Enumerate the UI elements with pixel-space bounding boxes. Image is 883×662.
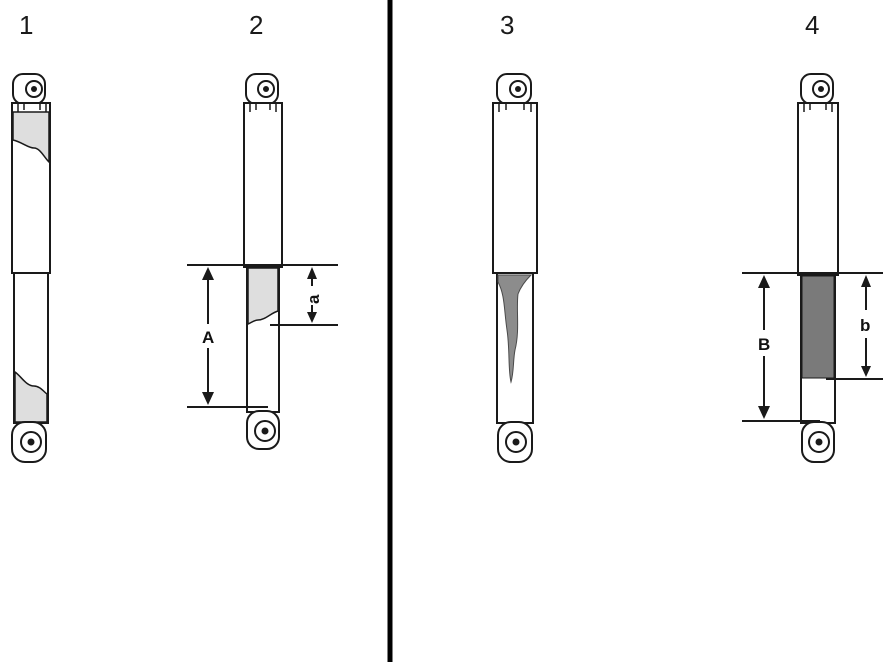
shock-absorber-3 (492, 73, 538, 463)
shock-absorber-4: B b (742, 73, 883, 463)
dimension-arrow-outer (758, 275, 770, 419)
top-eye-bushing (800, 73, 834, 105)
bottom-eye-bushing (497, 421, 533, 463)
panel-number-4: 4 (805, 10, 819, 40)
bottom-eye-bushing (11, 421, 47, 463)
bottom-eye-bushing (246, 410, 280, 450)
dimension-label-inner: a (304, 294, 323, 304)
shock-absorber-2: A a (187, 73, 338, 450)
bottom-eye-bushing (801, 421, 835, 463)
dimension-arrow-inner (307, 267, 317, 323)
top-eye-bushing (245, 73, 279, 105)
dimension-label-outer: B (758, 335, 770, 354)
shock-absorber-1 (11, 73, 51, 463)
panel-number-2: 2 (249, 10, 263, 40)
oil-leak-stain-top (12, 111, 50, 164)
oil-film-region (247, 267, 279, 326)
panel-number-3: 3 (500, 10, 514, 40)
dimension-label-outer: A (202, 328, 214, 347)
oil-leak-stain-bottom (14, 370, 48, 423)
top-eye-bushing (496, 73, 532, 105)
oil-streak (497, 274, 533, 384)
dimension-label-inner: b (860, 316, 870, 335)
dimension-arrow-outer (202, 267, 214, 405)
top-eye-bushing (12, 73, 46, 105)
panel-number-1: 1 (19, 10, 33, 40)
dimension-arrow-inner (861, 275, 871, 377)
oil-heavy-region (801, 275, 835, 379)
